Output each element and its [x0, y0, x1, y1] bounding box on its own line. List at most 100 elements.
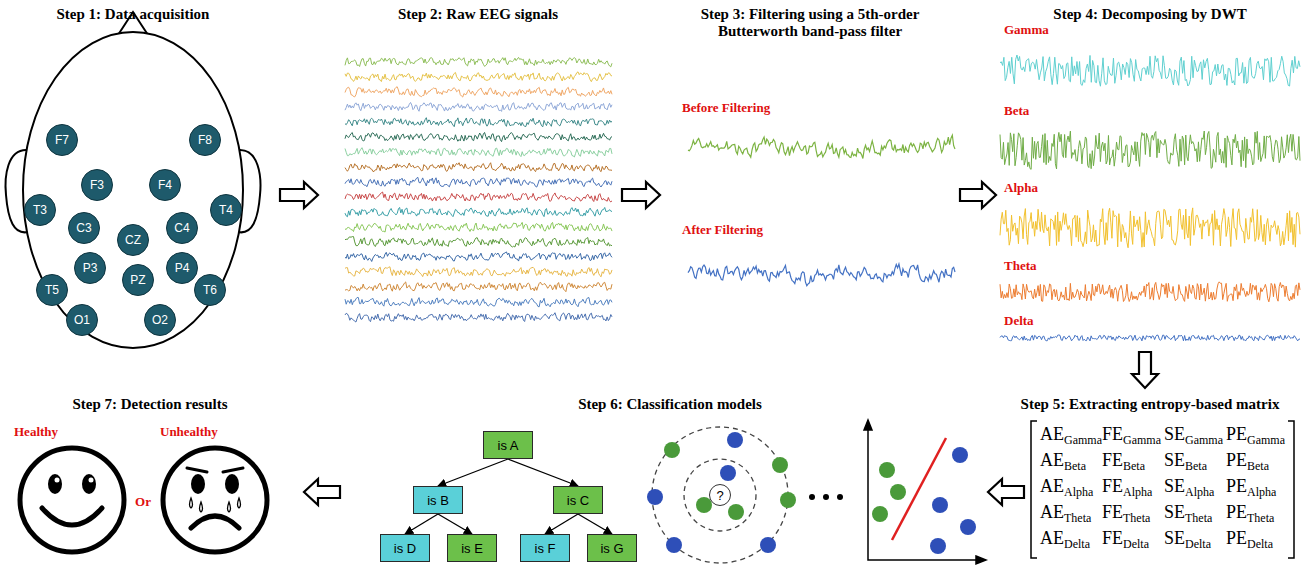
matrix-cell: AETheta	[1040, 502, 1091, 526]
band-subscript: Alpha	[1247, 485, 1276, 499]
healthy-face	[20, 448, 124, 552]
matrix-cell: FEAlpha	[1102, 476, 1152, 500]
eeg-trace	[345, 222, 612, 232]
step-title: Step 7: Detection results	[72, 396, 227, 413]
matrix-cell: FEBeta	[1102, 450, 1145, 474]
decision-box: is G	[587, 534, 637, 562]
eyebrow	[187, 468, 243, 472]
gamma-trace	[1000, 55, 1300, 86]
node-label: O2	[152, 313, 168, 327]
electrode-circle: P3	[74, 252, 106, 284]
sample-dot	[666, 537, 682, 553]
electrode-circle: T6	[194, 274, 226, 306]
band-subscript: Alpha	[1185, 485, 1214, 499]
knn-sketch	[652, 427, 788, 563]
node-label: C4	[174, 221, 189, 235]
sample-dot	[872, 506, 888, 522]
trace-caption: After Filtering	[682, 222, 763, 238]
node-label: O1	[74, 313, 90, 327]
matrix-cell: SEDelta	[1164, 528, 1211, 552]
frown	[191, 516, 239, 528]
tree-connector	[438, 459, 508, 486]
right-bracket	[1288, 421, 1294, 558]
knn-outer-ring	[652, 427, 788, 563]
band-subscript: Gamma	[1247, 433, 1285, 447]
filtered-signal-trace	[688, 264, 955, 286]
band-name: Beta	[1004, 103, 1029, 119]
flow-arrows	[280, 182, 1158, 505]
flow-arrow	[304, 479, 340, 505]
tear	[190, 498, 241, 512]
knn-inner-ring	[684, 459, 756, 531]
matrix-cell: SETheta	[1164, 502, 1212, 526]
svm-plot	[864, 420, 986, 564]
entropy-name: PE	[1226, 528, 1247, 548]
entropy-name: SE	[1164, 450, 1185, 470]
sample-dot	[728, 504, 744, 520]
decision-box: is F	[520, 534, 570, 562]
eeg-trace	[345, 297, 612, 306]
band-subscript: Beta	[1247, 459, 1269, 473]
query-point: ?	[709, 484, 731, 506]
entropy-name: SE	[1164, 476, 1185, 496]
decision-box: is A	[483, 431, 533, 459]
ellipsis-dot	[837, 494, 843, 500]
matrix-cell: SEAlpha	[1164, 476, 1214, 500]
eeg-trace	[345, 132, 612, 141]
face-eye	[82, 474, 96, 494]
entropy-name: FE	[1102, 528, 1123, 548]
matrix-cell: AEGamma	[1040, 424, 1102, 448]
node-label: is D	[394, 541, 416, 556]
entropy-name: AE	[1040, 476, 1064, 496]
result-label: Unhealthy	[160, 424, 218, 440]
eeg-trace	[345, 163, 612, 172]
sample-dot	[772, 457, 788, 473]
node-label: is A	[498, 438, 519, 453]
beta-trace	[1000, 131, 1300, 169]
sample-dot	[664, 442, 680, 458]
node-label: T4	[219, 203, 233, 217]
flow-arrow	[960, 182, 996, 208]
ellipsis-dot	[823, 494, 829, 500]
tree-connector	[578, 514, 612, 534]
band-subscript: Gamma	[1123, 433, 1161, 447]
band-name: Alpha	[1004, 180, 1038, 196]
sample-dot	[780, 492, 796, 508]
electrode-circle: O2	[144, 304, 176, 336]
electrode-circle: T4	[210, 194, 242, 226]
sample-dot	[727, 432, 743, 448]
theta-trace	[1000, 282, 1300, 302]
sample-dot	[960, 519, 976, 535]
face-outline	[163, 448, 267, 552]
entropy-name: PE	[1226, 476, 1247, 496]
tree-connector	[508, 459, 578, 486]
step-title: Step 2: Raw EEG signals	[398, 6, 558, 23]
sample-dot	[930, 538, 946, 554]
band-subscript: Delta	[1247, 537, 1273, 551]
sample-dot	[932, 497, 948, 513]
matrix-cell: PEBeta	[1226, 450, 1269, 474]
face-outline	[20, 448, 124, 552]
left-bracket	[1031, 421, 1037, 558]
plot-axes	[868, 424, 982, 560]
matrix-cell: AEDelta	[1040, 528, 1090, 552]
matrix-cell: FEGamma	[1102, 424, 1161, 448]
electrode-circle: P4	[166, 252, 198, 284]
entropy-name: AE	[1040, 528, 1064, 548]
matrix-cell: SEGamma	[1164, 424, 1223, 448]
trace-caption: Before Filtering	[682, 100, 770, 116]
step-title: Step 3: Filtering using a 5th-order Butt…	[665, 6, 955, 40]
matrix-cell: PEDelta	[1226, 528, 1273, 552]
node-label: CZ	[125, 233, 141, 247]
eeg-trace	[345, 282, 612, 292]
electrode-circle: F8	[189, 124, 221, 156]
step-title: Step 5: Extracting entropy-based matrix	[1021, 396, 1280, 413]
decision-box: is C	[553, 486, 603, 514]
eye-highlight	[89, 478, 94, 483]
band-subscript: Theta	[1185, 511, 1212, 525]
node-label: is B	[427, 493, 449, 508]
node-label: is G	[600, 541, 623, 556]
band-subscript: Beta	[1185, 459, 1207, 473]
head-outline	[6, 12, 261, 348]
band-subscript: Gamma	[1185, 433, 1223, 447]
